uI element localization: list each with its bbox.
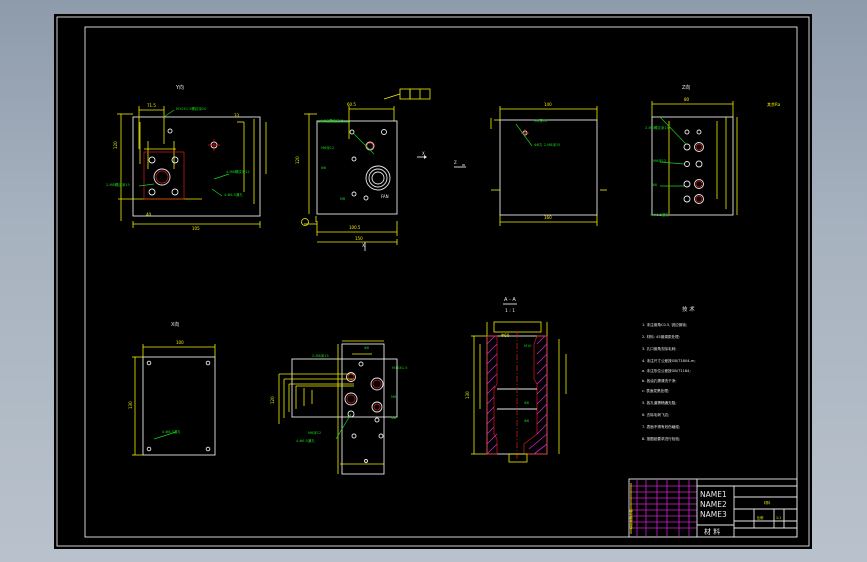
svg-text:标记 处数 分区: 标记 处数 分区 bbox=[628, 509, 633, 529]
hatch-left bbox=[486, 335, 498, 455]
svg-text:120: 120 bbox=[295, 156, 300, 164]
inner-border bbox=[84, 26, 798, 538]
section-title: A - A bbox=[504, 297, 516, 303]
svg-text:Φ8: Φ8 bbox=[524, 401, 529, 405]
technical-notes: 技 术 1. 未注倒角C0.5, 锐边倒钝; 2. 材料: 45钢调质处理; 3… bbox=[642, 305, 696, 441]
svg-text:Φ8孔 2-M8深15: Φ8孔 2-M8深15 bbox=[534, 142, 560, 147]
note-line: 4. 未注尺寸公差按GB/T1804-m; bbox=[642, 358, 696, 363]
note-line: 3. 孔口倒角去除毛刺; bbox=[642, 346, 677, 351]
view-z-direction: Z向 其余Ra 80 2-M8螺纹深15 M6深12 Φ8 3-Φ6.5通孔 bbox=[645, 84, 781, 217]
svg-text:2-M8螺纹深15: 2-M8螺纹深15 bbox=[645, 125, 669, 130]
svg-text:Φ8: Φ8 bbox=[364, 346, 369, 350]
svg-text:71.5: 71.5 bbox=[147, 103, 156, 108]
title-name-2: NAME2 bbox=[700, 500, 727, 509]
outer-border bbox=[56, 16, 810, 547]
svg-text:105: 105 bbox=[192, 226, 200, 231]
svg-text:4-Φ6.5通孔: 4-Φ6.5通孔 bbox=[224, 192, 243, 197]
svg-text:X: X bbox=[362, 243, 365, 248]
svg-text:Φ8: Φ8 bbox=[524, 419, 529, 423]
svg-text:1:1: 1:1 bbox=[776, 516, 781, 520]
section-a-a: A - A 1 : 1 130 Φ60 bbox=[465, 297, 567, 463]
title-block: NAME1 NAME2 NAME3 材 料 标记 处数 分区 材料 比例 1:1 bbox=[628, 478, 798, 538]
notes-title: 技 术 bbox=[682, 305, 695, 313]
svg-text:Φ8: Φ8 bbox=[391, 416, 396, 420]
svg-text:M6深12: M6深12 bbox=[308, 430, 321, 435]
svg-text:130: 130 bbox=[128, 401, 133, 409]
note-line: 6. 去除毛刺飞边; bbox=[642, 412, 669, 417]
cad-drawing: Y向 71.5 120 33 40 105 M10 X bbox=[56, 16, 810, 547]
axis-x-label: X bbox=[422, 151, 425, 156]
svg-text:4-Φ6.5通孔: 4-Φ6.5通孔 bbox=[162, 429, 181, 434]
view-z-title: Z向 bbox=[682, 84, 690, 91]
note-line: a. 未注形位公差按GB/T1184; bbox=[642, 368, 691, 373]
svg-text:M10X1.5螺纹深20: M10X1.5螺纹深20 bbox=[176, 106, 206, 111]
note-line: 1. 未注倒角C0.5, 锐边倒钝; bbox=[642, 322, 687, 327]
svg-text:4-Φ6.5通孔: 4-Φ6.5通孔 bbox=[296, 438, 315, 443]
view-x-direction: X向 100 130 4-Φ6.5通孔 bbox=[128, 321, 216, 456]
svg-text:4-M6螺纹深12: 4-M6螺纹深12 bbox=[226, 169, 250, 174]
svg-text:材料: 材料 bbox=[764, 500, 771, 505]
svg-text:2-M8螺纹深15: 2-M8螺纹深15 bbox=[106, 182, 130, 187]
svg-text:3-Φ6.5通孔: 3-Φ6.5通孔 bbox=[650, 212, 669, 217]
svg-text:130: 130 bbox=[465, 391, 470, 399]
svg-text:M6: M6 bbox=[391, 395, 396, 399]
note-line: c. 表面发黑处理; bbox=[642, 388, 669, 393]
view-side-z: Z 140 160 M6深12 Φ8孔 2-M8深15 bbox=[454, 102, 607, 226]
note-line: 7. 表面不得有划伤磕碰; bbox=[642, 424, 680, 429]
svg-text:100.5: 100.5 bbox=[349, 225, 361, 230]
note-line: 5. 各孔道需畅通无阻; bbox=[642, 400, 677, 405]
other-roughness-note: 其余Ra bbox=[767, 101, 781, 107]
svg-text:150: 150 bbox=[355, 236, 363, 241]
svg-text:60.5: 60.5 bbox=[347, 102, 356, 107]
section-ratio: 1 : 1 bbox=[505, 308, 515, 314]
drawing-sheet: Y向 71.5 120 33 40 105 M10 X bbox=[54, 14, 812, 549]
arrow-x-icon bbox=[424, 155, 427, 159]
view-x-title: X向 bbox=[171, 321, 179, 328]
view-y-direction: Y向 71.5 120 33 40 105 M10X bbox=[106, 84, 267, 231]
svg-text:M6深12: M6深12 bbox=[653, 158, 666, 163]
view-y-title: Y向 bbox=[175, 84, 184, 91]
view-front: 60.5 120 100.5 150 4-M8螺纹深15 M6深12 Φ8 M8… bbox=[295, 88, 465, 251]
svg-text:4-M8螺纹深15: 4-M8螺纹深15 bbox=[320, 118, 344, 123]
svg-text:M6深12: M6深12 bbox=[534, 118, 547, 123]
svg-text:100: 100 bbox=[176, 340, 184, 345]
view-bottom-middle: 2-M8深15 Φ8 M10X1.5 M6 Φ8 4-Φ6.5通孔 M6深12 … bbox=[270, 340, 407, 475]
svg-text:40: 40 bbox=[146, 212, 152, 217]
svg-text:Φ8: Φ8 bbox=[652, 183, 657, 187]
svg-text:M6深12: M6深12 bbox=[321, 145, 334, 150]
svg-text:33: 33 bbox=[234, 113, 240, 118]
svg-text:140: 140 bbox=[544, 102, 552, 107]
note-line: 8. 按图纸要求进行检验; bbox=[642, 436, 680, 441]
svg-text:120: 120 bbox=[270, 396, 275, 404]
note-line: 2. 材料: 45钢调质处理; bbox=[642, 334, 680, 339]
svg-text:160: 160 bbox=[544, 215, 552, 220]
svg-text:Φ60: Φ60 bbox=[501, 333, 510, 338]
axis-z-label: Z bbox=[454, 160, 457, 165]
svg-text:120: 120 bbox=[113, 141, 118, 149]
title-name-1: NAME1 bbox=[700, 490, 727, 499]
hatch-right bbox=[523, 335, 548, 455]
svg-text:M8: M8 bbox=[340, 197, 345, 201]
svg-text:M10: M10 bbox=[524, 344, 531, 348]
svg-text:M10X1.5: M10X1.5 bbox=[392, 366, 407, 370]
title-material: 材 料 bbox=[704, 527, 720, 536]
svg-text:80: 80 bbox=[684, 97, 690, 102]
title-name-3: NAME3 bbox=[700, 510, 727, 519]
svg-text:比例: 比例 bbox=[757, 515, 763, 520]
svg-text:FAN: FAN bbox=[381, 194, 389, 199]
svg-text:Φ8: Φ8 bbox=[321, 166, 326, 170]
note-line: b. 各油孔需清洗干净; bbox=[642, 378, 677, 383]
svg-text:2-M8深15: 2-M8深15 bbox=[312, 353, 329, 358]
